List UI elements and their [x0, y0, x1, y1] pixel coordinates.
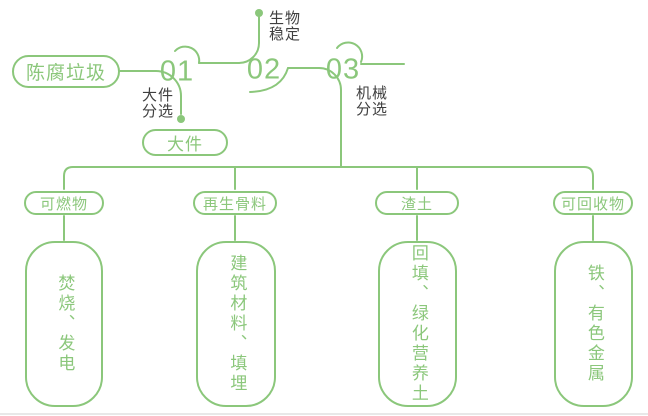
category-node-recycled-aggregate: 再生骨料	[193, 191, 277, 215]
line-step3-branch-down	[318, 67, 342, 168]
result-text-slag-soil: 回填、绿化营养土	[408, 244, 428, 404]
category-node-slag-soil: 渣土	[375, 191, 459, 215]
step-number-02: 02	[246, 53, 282, 86]
result-text-recyclables: 铁、有色金属	[584, 264, 604, 384]
category-node-recyclables: 可回收物	[553, 191, 633, 215]
arc-step1	[174, 45, 201, 64]
splitter-rail	[63, 166, 594, 190]
label-bulky-sorting: 大件 分选	[142, 87, 175, 120]
result-box-recyclables: 铁、有色金属	[554, 241, 633, 407]
biostable-endpoint-dot	[255, 9, 263, 17]
line-step2-branch-up	[238, 16, 260, 64]
line-step1-branch-down	[155, 70, 182, 115]
result-text-recycled-aggregate: 建筑材料、填埋	[227, 254, 247, 394]
step-number-01: 01	[159, 55, 195, 88]
result-box-combustibles: 焚烧、发电	[25, 241, 103, 407]
label-biological-stabilization: 生物 稳定	[269, 10, 302, 43]
result-box-recycled-aggregate: 建筑材料、填埋	[196, 241, 276, 407]
label-mechanical-sorting: 机械 分选	[356, 85, 389, 118]
category-node-combustibles: 可燃物	[24, 191, 104, 215]
bulky-endpoint-dot	[177, 115, 185, 123]
step-number-03: 03	[325, 53, 361, 86]
result-text-combustibles: 焚烧、发电	[55, 274, 75, 374]
bulky-output-node: 大件	[142, 129, 228, 156]
arc-step3	[336, 41, 364, 63]
arc-step2	[249, 67, 289, 93]
bottom-divider	[0, 413, 648, 415]
source-node: 陈腐垃圾	[12, 55, 120, 88]
result-box-slag-soil: 回填、绿化营养土	[378, 241, 457, 407]
